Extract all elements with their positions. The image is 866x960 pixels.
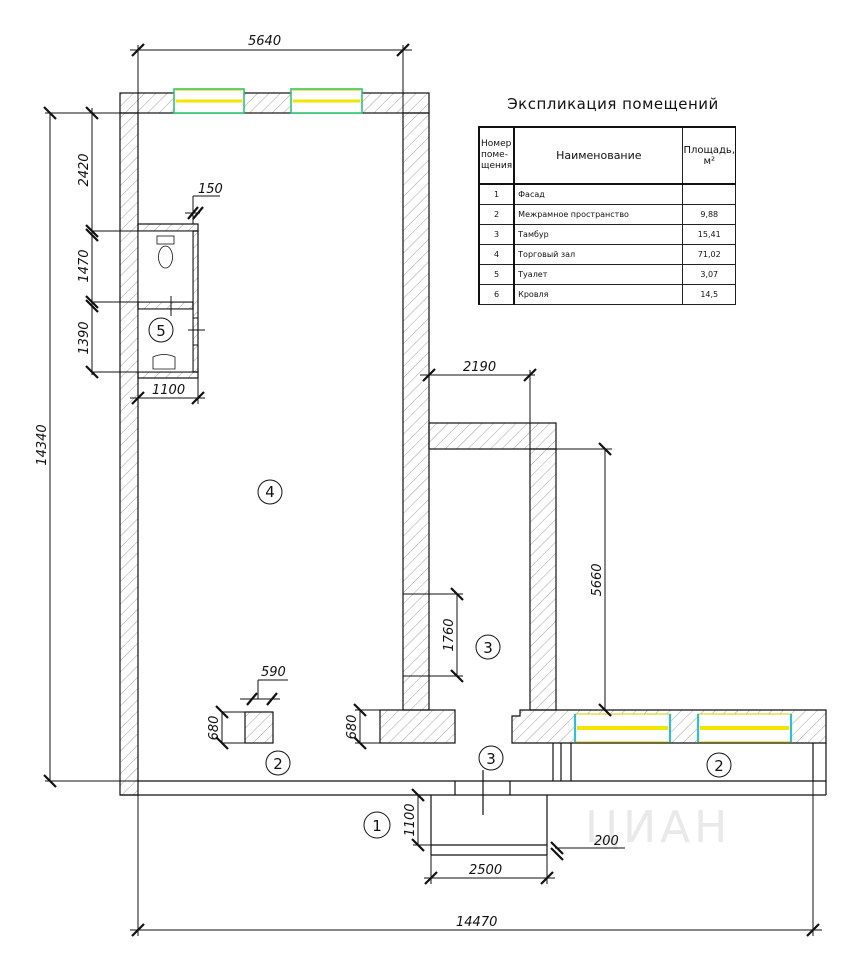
wall-stub-left <box>379 709 456 744</box>
table-row: 2 Межрамное пространство 9,88 <box>477 204 736 225</box>
table-header-row: Номер поме- щения Наименование Площадь, … <box>477 126 736 185</box>
row-name: Торговый зал <box>513 244 684 265</box>
windows-front <box>574 713 792 743</box>
header-number: Номер поме- щения <box>477 126 516 185</box>
dim-top-width: 5640 <box>248 34 281 49</box>
room-number-2-left: 2 <box>273 755 283 773</box>
row-area: 14,5 <box>682 284 736 305</box>
room-marker-4: 4 <box>257 479 283 505</box>
sink-icon <box>152 354 176 370</box>
room-number-3: 3 <box>483 639 493 657</box>
row-area <box>682 183 736 205</box>
row-name: Фасад <box>513 183 684 205</box>
dim-left-segment-2: 1470 <box>77 249 92 282</box>
room-marker-3-lower: 3 <box>478 745 504 771</box>
room-marker-5: 5 <box>148 317 174 343</box>
row-area: 3,07 <box>682 264 736 285</box>
table-row: 4 Торговый зал 71,02 <box>477 244 736 265</box>
dim-left-segment-3: 1390 <box>77 321 92 354</box>
table-row: 5 Туалет 3,07 <box>477 264 736 285</box>
row-number: 3 <box>477 224 516 245</box>
header-name: Наименование <box>513 126 684 185</box>
dim-wall-thickness: 150 <box>198 182 223 197</box>
row-name: Кровля <box>513 284 684 305</box>
row-number: 1 <box>477 183 516 205</box>
dim-opening-height: 1760 <box>442 618 457 651</box>
partition-marks <box>170 296 205 346</box>
header-area: Площадь, м² <box>682 126 736 185</box>
explication-title: Экспликация помещений <box>507 95 719 113</box>
room-number-4: 4 <box>265 483 275 501</box>
dim-pillar-height: 680 <box>207 716 222 741</box>
wall-left <box>119 112 139 796</box>
room-marker-1: 1 <box>363 811 391 839</box>
wall-top <box>119 92 430 114</box>
opening-lines <box>403 593 429 677</box>
dimension-ticks <box>43 43 820 937</box>
wall-toilet-right <box>192 230 199 373</box>
row-name: Межрамное пространство <box>513 204 684 225</box>
row-number: 4 <box>477 244 516 265</box>
dim-porch-width: 2500 <box>469 863 502 878</box>
row-number: 6 <box>477 284 516 305</box>
dim-overall-height: 14340 <box>35 424 50 465</box>
row-name: Туалет <box>513 264 684 285</box>
room-number-2-right: 2 <box>714 757 724 775</box>
dim-pillar-width: 590 <box>261 665 286 680</box>
wall-toilet-middle <box>137 301 194 310</box>
room-marker-3-vestibule: 3 <box>475 634 501 660</box>
table-row: 3 Тамбур 15,41 <box>477 224 736 245</box>
room-labels: 4 5 3 3 2 2 1 <box>148 317 732 839</box>
dim-vestibule-width: 2190 <box>463 360 496 375</box>
wall-toilet-bottom <box>137 371 199 379</box>
row-number: 5 <box>477 264 516 285</box>
dim-left-segment-1: 2420 <box>77 153 92 186</box>
watermark: ЦИАН <box>585 802 731 853</box>
room-number-3-lower: 3 <box>486 750 496 768</box>
room-number-5: 5 <box>156 322 166 340</box>
wall-right-hall <box>402 112 430 711</box>
dim-porch-depth: 1100 <box>403 803 418 836</box>
fixtures <box>152 235 176 370</box>
table-row: 1 Фасад <box>477 183 736 205</box>
interframe-lines <box>120 743 827 856</box>
dim-toilet-width: 1100 <box>152 383 185 398</box>
row-area: 71,02 <box>682 244 736 265</box>
dim-porch-step: 200 <box>594 834 619 849</box>
table-row: 6 Кровля 14,5 <box>477 284 736 305</box>
dim-overall-width: 14470 <box>456 915 497 930</box>
explication-table: Номер поме- щения Наименование Площадь, … <box>477 126 736 305</box>
wall-vestibule-top <box>428 422 557 450</box>
windows-top <box>173 88 363 114</box>
wall-vestibule-right <box>529 448 557 711</box>
room-number-1: 1 <box>372 817 382 835</box>
room-marker-2-right: 2 <box>706 752 732 778</box>
explication-table-block: Экспликация помещений Номер поме- щения … <box>477 95 742 305</box>
row-area: 9,88 <box>682 204 736 225</box>
row-area: 15,41 <box>682 224 736 245</box>
room-marker-2-left: 2 <box>265 750 291 776</box>
pillar <box>244 711 274 744</box>
wall-toilet-top <box>137 223 199 232</box>
row-number: 2 <box>477 204 516 225</box>
toilet-tank-icon <box>156 235 175 245</box>
row-name: Тамбур <box>513 224 684 245</box>
dim-vestibule-depth: 5660 <box>590 563 605 596</box>
dim-wall-stub-height: 680 <box>345 715 360 740</box>
toilet-bowl-icon <box>158 245 173 269</box>
